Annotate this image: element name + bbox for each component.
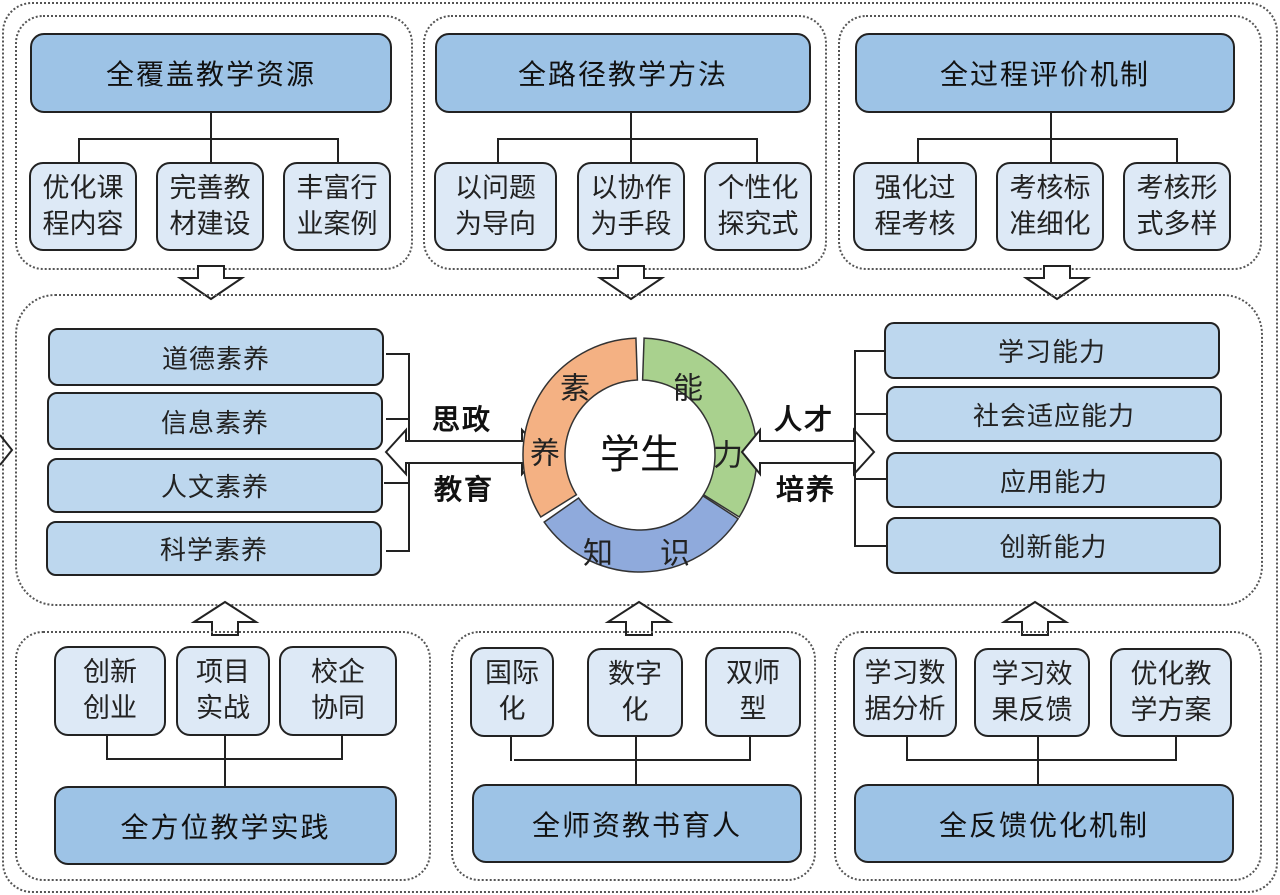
connector: [337, 138, 339, 163]
sub-item: 以协作 为手段: [577, 162, 685, 251]
sub-item: 强化过 程考核: [853, 162, 977, 251]
bracket: [854, 413, 886, 415]
connector: [78, 138, 338, 140]
connector: [917, 138, 1177, 140]
sub-item: 数字 化: [587, 648, 683, 737]
connector: [756, 138, 758, 163]
sub-item: 国际 化: [470, 647, 554, 737]
ring-segment-char: 识: [660, 537, 690, 572]
module-title-evaluation: 全过程评价机制: [855, 33, 1235, 113]
bracket: [854, 350, 856, 547]
connector: [497, 138, 757, 140]
connector: [106, 758, 343, 760]
ring-segment-literacy: [522, 337, 639, 519]
arrow-label-sizheng: 思政: [432, 403, 493, 436]
bracket: [854, 545, 886, 547]
connector: [341, 736, 343, 760]
bracket: [854, 350, 884, 352]
ring-segment-char: 知: [583, 537, 613, 572]
sub-item: 双师 型: [705, 647, 801, 737]
literacy-item: 人文素养: [47, 458, 383, 513]
ring-segment-char: 素: [560, 372, 590, 407]
bracket: [386, 353, 410, 355]
ring-segment-char: 养: [530, 437, 560, 472]
ring-segment-knowledge: [543, 494, 740, 573]
sub-item: 完善教 材建设: [156, 162, 264, 251]
literacy-item: 道德素养: [48, 328, 384, 386]
sub-item: 考核形 式多样: [1123, 162, 1231, 251]
bracket: [856, 478, 886, 480]
sub-item: 学习效 果反馈: [974, 648, 1090, 737]
connector: [497, 138, 499, 163]
literacy-item: 信息素养: [47, 392, 383, 450]
ability-item: 创新能力: [886, 517, 1221, 574]
bottom-module-feedback: [834, 631, 1262, 881]
sub-item: 丰富行 业案例: [283, 162, 391, 251]
left-edge-chevron-icon: [0, 434, 14, 466]
bracket: [384, 482, 410, 484]
arrow-label-rencai: 人才: [774, 403, 835, 436]
connector: [1175, 737, 1177, 761]
connector: [1176, 138, 1178, 163]
down-arrow-icon: [596, 265, 666, 301]
connector: [510, 737, 512, 761]
ability-item: 社会适应能力: [886, 386, 1222, 442]
student-ring: 素养 能力知 识 学生: [522, 337, 758, 573]
ring-segment-char: 力: [713, 439, 743, 474]
connector: [906, 737, 908, 761]
ability-item: 应用能力: [886, 452, 1222, 508]
connector: [1037, 737, 1039, 785]
connector: [917, 138, 919, 163]
bracket: [386, 418, 410, 420]
connector: [106, 736, 108, 760]
sub-item: 考核标 准细化: [996, 162, 1104, 251]
ring-segment-char: 能: [673, 372, 703, 407]
bottom-module-teachers: [451, 631, 816, 881]
connector: [514, 759, 751, 761]
arrow-label-peiyang: 培养: [776, 473, 837, 506]
right-double-arrow-icon: [740, 427, 876, 477]
down-arrow-icon: [1022, 265, 1092, 301]
sub-item: 创新 创业: [54, 646, 166, 736]
sub-item: 项目 实战: [176, 646, 270, 736]
module-title-methods: 全路径教学方法: [435, 33, 811, 113]
module-title-teachers: 全师资教书育人: [472, 784, 802, 863]
connector: [224, 736, 226, 786]
ring-segment-ability: [641, 337, 758, 519]
connector: [906, 759, 1177, 761]
module-title-resources: 全覆盖教学资源: [30, 33, 392, 113]
literacy-item: 科学素养: [46, 521, 382, 576]
ring-center-label: 学生: [600, 432, 680, 478]
ability-item: 学习能力: [884, 322, 1220, 379]
sub-item: 优化教 学方案: [1110, 648, 1232, 737]
connector: [749, 737, 751, 761]
bottom-module-practice: [15, 631, 431, 881]
connector: [635, 737, 637, 785]
sub-item: 校企 协同: [279, 646, 397, 736]
sub-item: 优化课 程内容: [29, 162, 137, 251]
bracket: [386, 550, 410, 552]
sub-item: 个性化 探究式: [704, 162, 812, 251]
sub-item: 以问题 为导向: [434, 162, 557, 251]
module-title-feedback: 全反馈优化机制: [854, 784, 1234, 863]
down-arrow-icon: [176, 265, 246, 301]
connector: [78, 138, 80, 163]
sub-item: 学习数 据分析: [853, 647, 957, 737]
arrow-label-jiaoyu: 教育: [434, 473, 495, 506]
module-title-practice: 全方位教学实践: [54, 786, 397, 865]
